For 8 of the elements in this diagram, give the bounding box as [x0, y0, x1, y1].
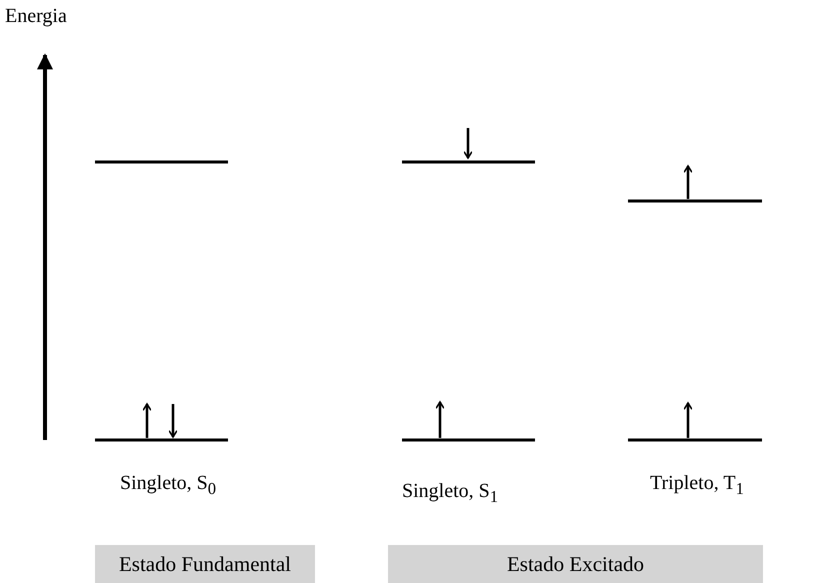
band-title: Estado Fundamental: [118, 552, 292, 576]
state-band: [95, 545, 315, 583]
band-title: Estado Excitado: [506, 552, 644, 576]
state-label: Singleto, S$_{0}$: [120, 472, 216, 499]
state-label: Tripleto, T$_{1}$: [650, 472, 744, 499]
state-label: Singleto, S$_{1}$: [402, 480, 498, 507]
state-band: [388, 545, 763, 583]
axis-label: Energia: [5, 5, 67, 28]
